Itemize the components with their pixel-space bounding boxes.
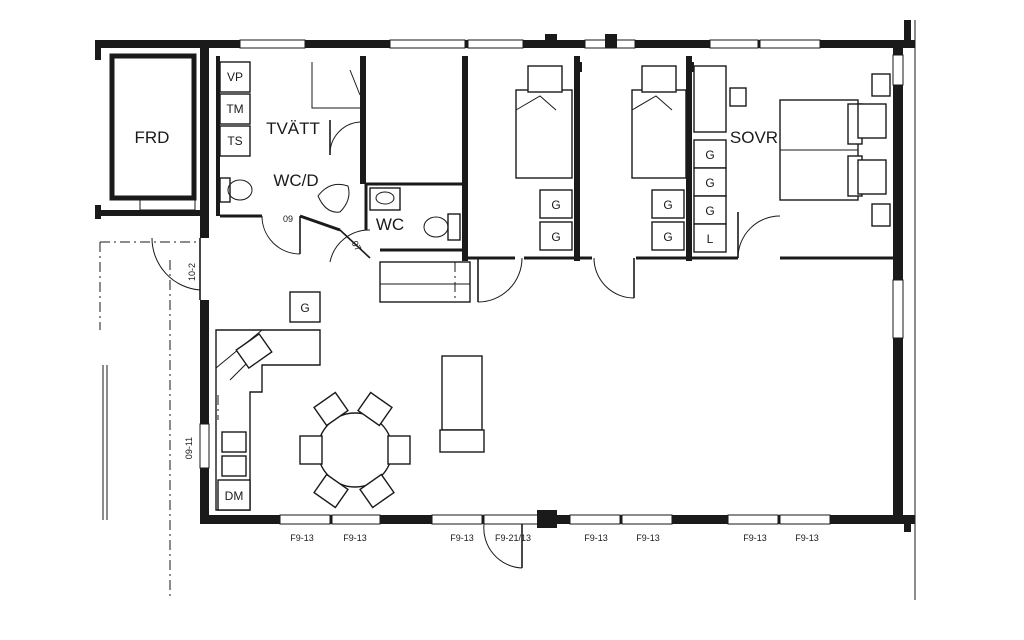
kitchen-island bbox=[439, 355, 485, 453]
utility-cabinets: VP TM TS bbox=[219, 61, 253, 203]
interior-walls bbox=[216, 56, 893, 261]
door-10-2-label: 10-2 bbox=[187, 263, 197, 281]
wc-label: WC bbox=[376, 215, 404, 234]
sovr-g1: G bbox=[705, 148, 714, 162]
tm-label: TM bbox=[226, 102, 243, 116]
bedroom1-g2: G bbox=[551, 230, 560, 244]
dm-label: DM bbox=[225, 489, 244, 503]
sovr-g2: G bbox=[705, 176, 714, 190]
window-code-7: F9-13 bbox=[743, 533, 767, 543]
bottom-windows bbox=[279, 510, 831, 528]
sovr-l: L bbox=[707, 232, 714, 246]
right-windows bbox=[892, 54, 904, 339]
tvatt-label: TVÄTT bbox=[266, 119, 320, 138]
kitchen: DM bbox=[215, 329, 321, 511]
window-code-8: F9-13 bbox=[795, 533, 819, 543]
wc-d-label: WC/D bbox=[273, 171, 318, 190]
wc-fixtures bbox=[369, 187, 461, 241]
bedroom1-g1: G bbox=[551, 198, 560, 212]
frd-label: FRD bbox=[135, 128, 170, 147]
laundry-area bbox=[261, 62, 371, 263]
ts-label: TS bbox=[227, 134, 242, 148]
dining-table bbox=[299, 391, 411, 509]
window-codes: F9-13 F9-13 F9-13 F9-21/13 F9-13 F9-13 F… bbox=[290, 533, 819, 543]
sovr-label: SOVR bbox=[730, 128, 778, 147]
window-code-1: F9-13 bbox=[290, 533, 314, 543]
door-codes: 09 07 10-2 09-11 bbox=[184, 214, 363, 459]
window-code-3: F9-13 bbox=[450, 533, 474, 543]
window-code-2: F9-13 bbox=[343, 533, 367, 543]
master-bedroom: G G G L bbox=[693, 65, 891, 259]
door-09-11-label: 09-11 bbox=[184, 437, 194, 459]
sovr-g3: G bbox=[705, 204, 714, 218]
balcony-door bbox=[483, 20, 916, 600]
room-labels: FRD TVÄTT WC/D WC SOVR bbox=[135, 119, 779, 234]
window-code-4: F9-21/13 bbox=[495, 533, 531, 543]
bedroom2-g1: G bbox=[663, 198, 672, 212]
window-code-5: F9-13 bbox=[584, 533, 608, 543]
hall-counter: G bbox=[289, 261, 471, 323]
bedroom-2: G G bbox=[593, 65, 687, 299]
entrance-door bbox=[99, 237, 210, 600]
window-code-6: F9-13 bbox=[636, 533, 660, 543]
hall-g-label: G bbox=[300, 301, 309, 315]
vp-label: VP bbox=[227, 70, 243, 84]
bedroom-1: G G bbox=[477, 65, 573, 303]
bedroom2-g2: G bbox=[663, 230, 672, 244]
top-windows bbox=[239, 34, 821, 49]
door-07-label: 07 bbox=[350, 239, 364, 253]
frd-storage bbox=[109, 53, 197, 211]
door-09-label: 09 bbox=[283, 214, 293, 224]
